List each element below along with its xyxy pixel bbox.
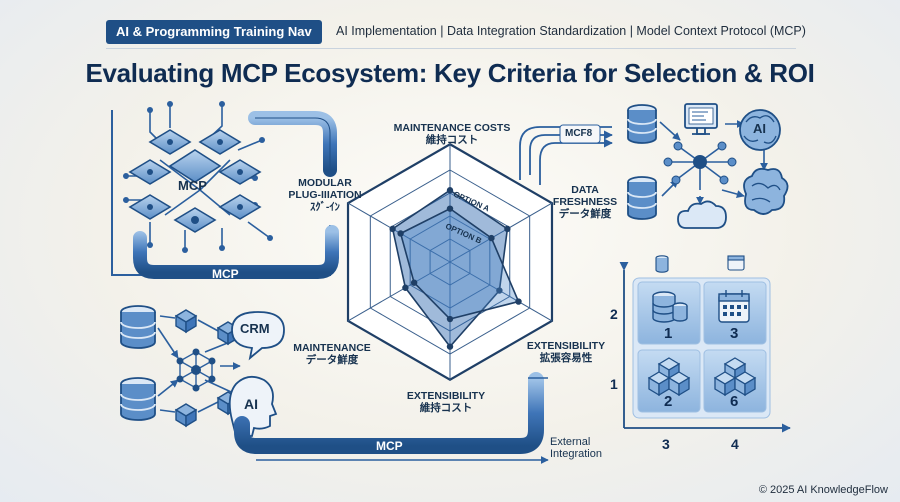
modular-plugin-en: MODULAR PLUG-IIIATION — [288, 177, 362, 201]
topic-breadcrumb: AI Implementation | Data Integration Sta… — [336, 24, 806, 38]
radar-point — [496, 287, 503, 294]
axis-label-maintenance-costs: MAINTENANCE COSTS 維持コスト — [372, 122, 532, 146]
axis-en: EXTENSIBILITY — [406, 390, 486, 402]
matrix-y-label: 1 — [610, 376, 618, 392]
data-flow-diagram — [519, 103, 789, 229]
copyright-footer: © 2025 AI KnowledgeFlow — [758, 484, 888, 496]
radar-point — [446, 187, 454, 194]
axis-en: MAINTENANCE COSTS — [393, 122, 511, 134]
axis-en: DATA FRESHNESS — [552, 184, 618, 208]
crm-label: CRM — [240, 321, 270, 336]
radar-point — [402, 284, 409, 291]
mcf8-tag: MCF8 — [565, 128, 593, 139]
mcp-bottom-pipe-label: MCP — [376, 439, 403, 453]
coin-stack-icon — [655, 255, 669, 273]
matrix-cell-value: 3 — [730, 325, 739, 342]
page-title: Evaluating MCP Ecosystem: Key Criteria f… — [85, 58, 815, 88]
ai-head-label: AI — [244, 396, 258, 412]
brain-icon — [743, 167, 789, 215]
axis-jp: 維持コスト — [425, 134, 479, 146]
nav-badge[interactable]: AI & Programming Training Nav — [106, 20, 322, 44]
axis-label-extensibility: EXTENSIBILITY 拡張容易性 — [516, 340, 616, 364]
mcp-chip-label: MCP — [178, 178, 207, 193]
radar-chart — [346, 142, 554, 382]
external-integration-label: External Integration — [550, 436, 602, 460]
matrix-cell-value: 1 — [664, 325, 673, 342]
radar-spoke — [449, 202, 553, 263]
axis-en: MAINTENANCE — [293, 342, 371, 354]
modular-plugin-jp: ｽｸﾞ-ｲﾝ — [310, 201, 340, 213]
cubes-icon — [647, 357, 691, 397]
radar-point — [504, 225, 511, 233]
axis-label-extensibility-bottom: EXTENSIBILITY 維持コスト — [386, 390, 506, 414]
axis-label-data-freshness: DATA FRESHNESS データ鮮度 — [540, 184, 630, 220]
axis-en: EXTENSIBILITY — [526, 340, 606, 352]
header-divider — [106, 48, 796, 49]
modular-plugin-label: MODULAR PLUG-IIIATION ｽｸﾞ-ｲﾝ — [280, 177, 370, 213]
matrix-cell-value: 6 — [730, 393, 739, 410]
radar-point — [446, 343, 454, 350]
ai-brain-icon — [739, 109, 781, 151]
mcp-module-cluster — [111, 101, 339, 279]
cubes-icon — [713, 357, 757, 397]
matrix-x-label: 3 — [662, 436, 670, 452]
axis-label-maintenance: MAINTENANCE データ鮮度 — [284, 342, 380, 366]
matrix-y-label: 2 — [610, 306, 618, 322]
radar-point — [446, 205, 454, 212]
axis-jp: データ鮮度 — [558, 208, 612, 220]
radar-point — [410, 279, 418, 286]
mcp-pipe-label: MCP — [212, 267, 239, 281]
roi-matrix — [619, 255, 791, 433]
radar-point — [446, 315, 454, 323]
matrix-cell-value: 2 — [664, 393, 673, 410]
radar-point — [515, 298, 522, 305]
radar-point — [397, 230, 404, 237]
matrix-x-label: 4 — [731, 436, 739, 452]
integration-network — [120, 305, 549, 464]
calendar-icon — [727, 255, 745, 271]
radar-point — [488, 234, 495, 242]
coin-stack-icon — [652, 291, 688, 323]
calendar-icon — [718, 290, 750, 323]
axis-jp: 維持コスト — [419, 402, 473, 414]
radar-point — [389, 225, 396, 233]
axis-jp: 拡張容易性 — [539, 352, 593, 364]
axis-jp: データ鮮度 — [305, 354, 359, 366]
radar-spoke — [347, 261, 451, 322]
ai-brain-label: AI — [753, 121, 766, 136]
